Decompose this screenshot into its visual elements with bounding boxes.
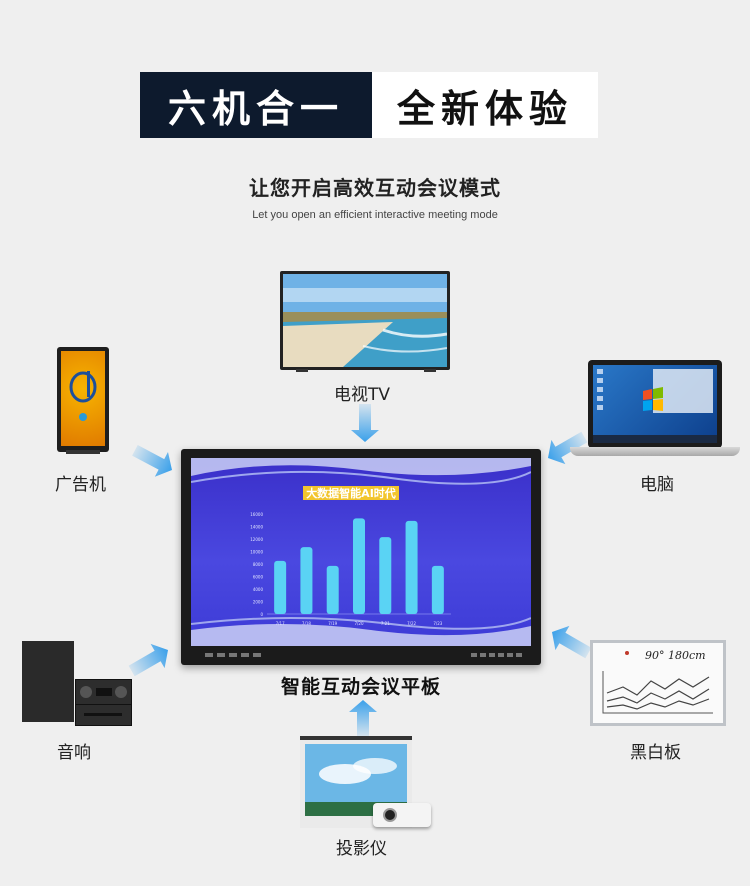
amplifier-image [75, 679, 132, 705]
kiosk-base [66, 450, 100, 454]
arrow-laptop-icon [548, 431, 588, 465]
bar-chart: 16000 14000 12000 10000 8000 6000 4000 2000 0 7/1… [250, 512, 451, 626]
tv-stand-icon [296, 369, 436, 372]
board-label: 智能互动会议平板 [280, 676, 441, 698]
whiteboard-label: 黑白板 [630, 743, 681, 763]
y-tick-label: 16000 [250, 512, 263, 517]
title-banner: 六机合一 全新体验 [140, 72, 598, 138]
projector-lens-icon [383, 808, 397, 822]
kiosk-image [57, 347, 109, 452]
title-left: 六机合一 [167, 86, 344, 131]
board-buttons-left-icon [205, 653, 261, 657]
cd-player-image [75, 704, 132, 726]
tv-image [280, 271, 450, 370]
whiteboard-image: 90° 180cm [590, 640, 726, 726]
x-tick-label: 7.21 [381, 621, 390, 626]
y-tick-label: 2000 [253, 600, 264, 605]
title-right: 全新体验 [396, 86, 573, 131]
chart-bar [431, 565, 444, 614]
y-tick-label: 0 [260, 612, 263, 617]
y-tick-label: 8000 [253, 562, 264, 567]
board-buttons-right-icon [471, 653, 522, 657]
board-screen: 大数据智能AI时代 16000 14000 12000 10000 8000 6000 40… [191, 458, 531, 646]
kiosk-logo-icon [69, 371, 97, 421]
x-tick-label: 7/19 [328, 621, 337, 626]
chart-bar [300, 547, 313, 614]
laptop-image [588, 360, 722, 448]
x-tick-label: 7/20 [355, 621, 364, 626]
whiteboard-graph-icon [602, 651, 713, 714]
tv-label: 电视TV [334, 385, 391, 405]
y-tick-label: 10000 [250, 550, 263, 555]
laptop-label: 电脑 [640, 475, 674, 495]
speaker-image [22, 641, 74, 722]
arrow-projector-icon [349, 700, 377, 736]
chart-title-bar: 大数据智能AI时代 [303, 486, 399, 500]
chart-bar [326, 565, 339, 614]
laptop-base [570, 447, 740, 456]
kiosk-label: 广告机 [55, 475, 106, 495]
arrow-kiosk-icon [132, 444, 172, 477]
chart-bar [353, 518, 365, 614]
x-tick-label: 7/18 [302, 621, 311, 626]
interactive-board: 大数据智能AI时代 16000 14000 12000 10000 8000 6000 40… [181, 449, 541, 665]
chart-bar [405, 520, 418, 614]
y-tick-label: 14000 [250, 525, 263, 530]
amplifier-knobs-icon [80, 686, 127, 698]
projector-label: 投影仪 [336, 839, 387, 859]
cd-slot-icon [84, 713, 122, 716]
title-banner-right: 全新体验 [372, 72, 598, 138]
windows-desktop-icon [593, 369, 717, 443]
y-tick-label: 12000 [250, 537, 263, 542]
x-tick-label: 7/17 [276, 621, 285, 626]
chart-bar [274, 560, 287, 614]
whiteboard-text: 90° 180cm [645, 649, 706, 662]
subtitle-en: Let you open an efficient interactive me… [252, 209, 498, 221]
speaker-label: 音响 [57, 743, 91, 763]
arrow-speaker-icon [128, 643, 168, 677]
chart-title: 大数据智能AI时代 [306, 487, 396, 500]
arrow-tv-icon [351, 404, 379, 442]
x-tick-label: 7/22 [407, 621, 416, 626]
y-tick-label: 4000 [253, 587, 264, 592]
chart-bar [379, 537, 392, 614]
projector-image [373, 803, 431, 827]
beach-icon [283, 274, 447, 367]
y-tick-label: 6000 [253, 575, 264, 580]
x-tick-label: 7/23 [433, 621, 442, 626]
arrow-whiteboard-icon [552, 625, 592, 659]
subtitle: 让您开启高效互动会议模式 [249, 176, 501, 200]
wave-decoration-icon [191, 458, 531, 646]
title-banner-left: 六机合一 [140, 72, 372, 138]
